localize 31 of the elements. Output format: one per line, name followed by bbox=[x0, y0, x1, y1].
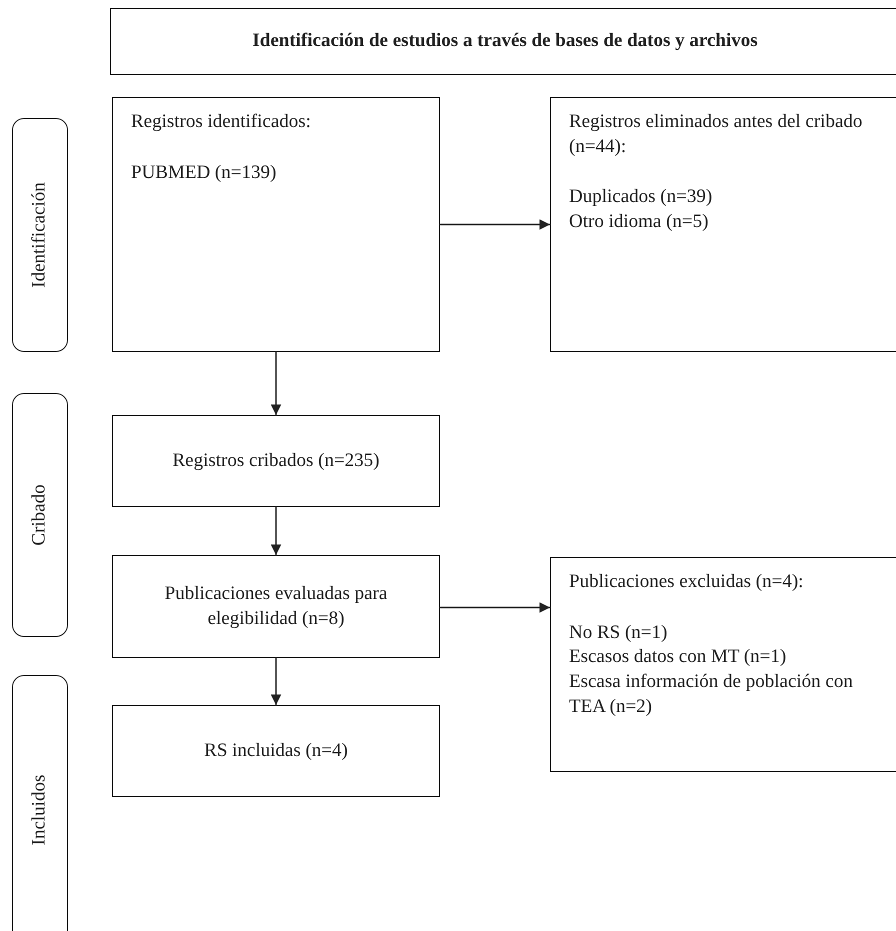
box-heading: RS incluidas (n=4) bbox=[204, 738, 348, 763]
box-text: Otro idioma (n=5) bbox=[569, 210, 710, 234]
arrow bbox=[270, 658, 282, 705]
box-text: Escasos datos con MT (n=1) bbox=[569, 645, 788, 670]
box-heading: Registros cribados (n=235) bbox=[172, 448, 380, 473]
phase-band bbox=[12, 393, 68, 637]
title-text: Identificación de estudios a través de bases de datos y archivos bbox=[252, 29, 758, 54]
process-box bbox=[112, 555, 440, 658]
phase-label: Cribado bbox=[28, 484, 51, 546]
process-box bbox=[550, 557, 896, 772]
process-box bbox=[112, 705, 440, 797]
phase-label: Identificación bbox=[28, 182, 51, 288]
process-box bbox=[550, 97, 896, 352]
box-heading: Registros eliminados antes del cribado (n=44): bbox=[569, 110, 864, 159]
box-heading: Registros identificados: bbox=[131, 110, 312, 134]
phase-band bbox=[12, 118, 68, 352]
box-heading: Publicaciones excluidas (n=4): bbox=[569, 570, 804, 594]
arrow bbox=[270, 507, 282, 555]
box-text: Duplicados (n=39) bbox=[569, 185, 714, 210]
process-box bbox=[112, 415, 440, 507]
box-text: No RS (n=1) bbox=[569, 620, 668, 645]
arrow bbox=[270, 352, 282, 415]
box-text: PUBMED (n=139) bbox=[131, 160, 278, 185]
phase-band bbox=[12, 675, 68, 931]
title-box bbox=[110, 8, 896, 75]
box-heading: Publicaciones evaluadas para elegibilidad (n=8) bbox=[164, 582, 388, 630]
box-text: Escasa información de población con TEA (n=2) bbox=[569, 670, 854, 719]
phase-label: Incluidos bbox=[28, 774, 51, 846]
process-box bbox=[112, 97, 440, 352]
arrow bbox=[440, 219, 550, 230]
arrow bbox=[440, 602, 550, 613]
